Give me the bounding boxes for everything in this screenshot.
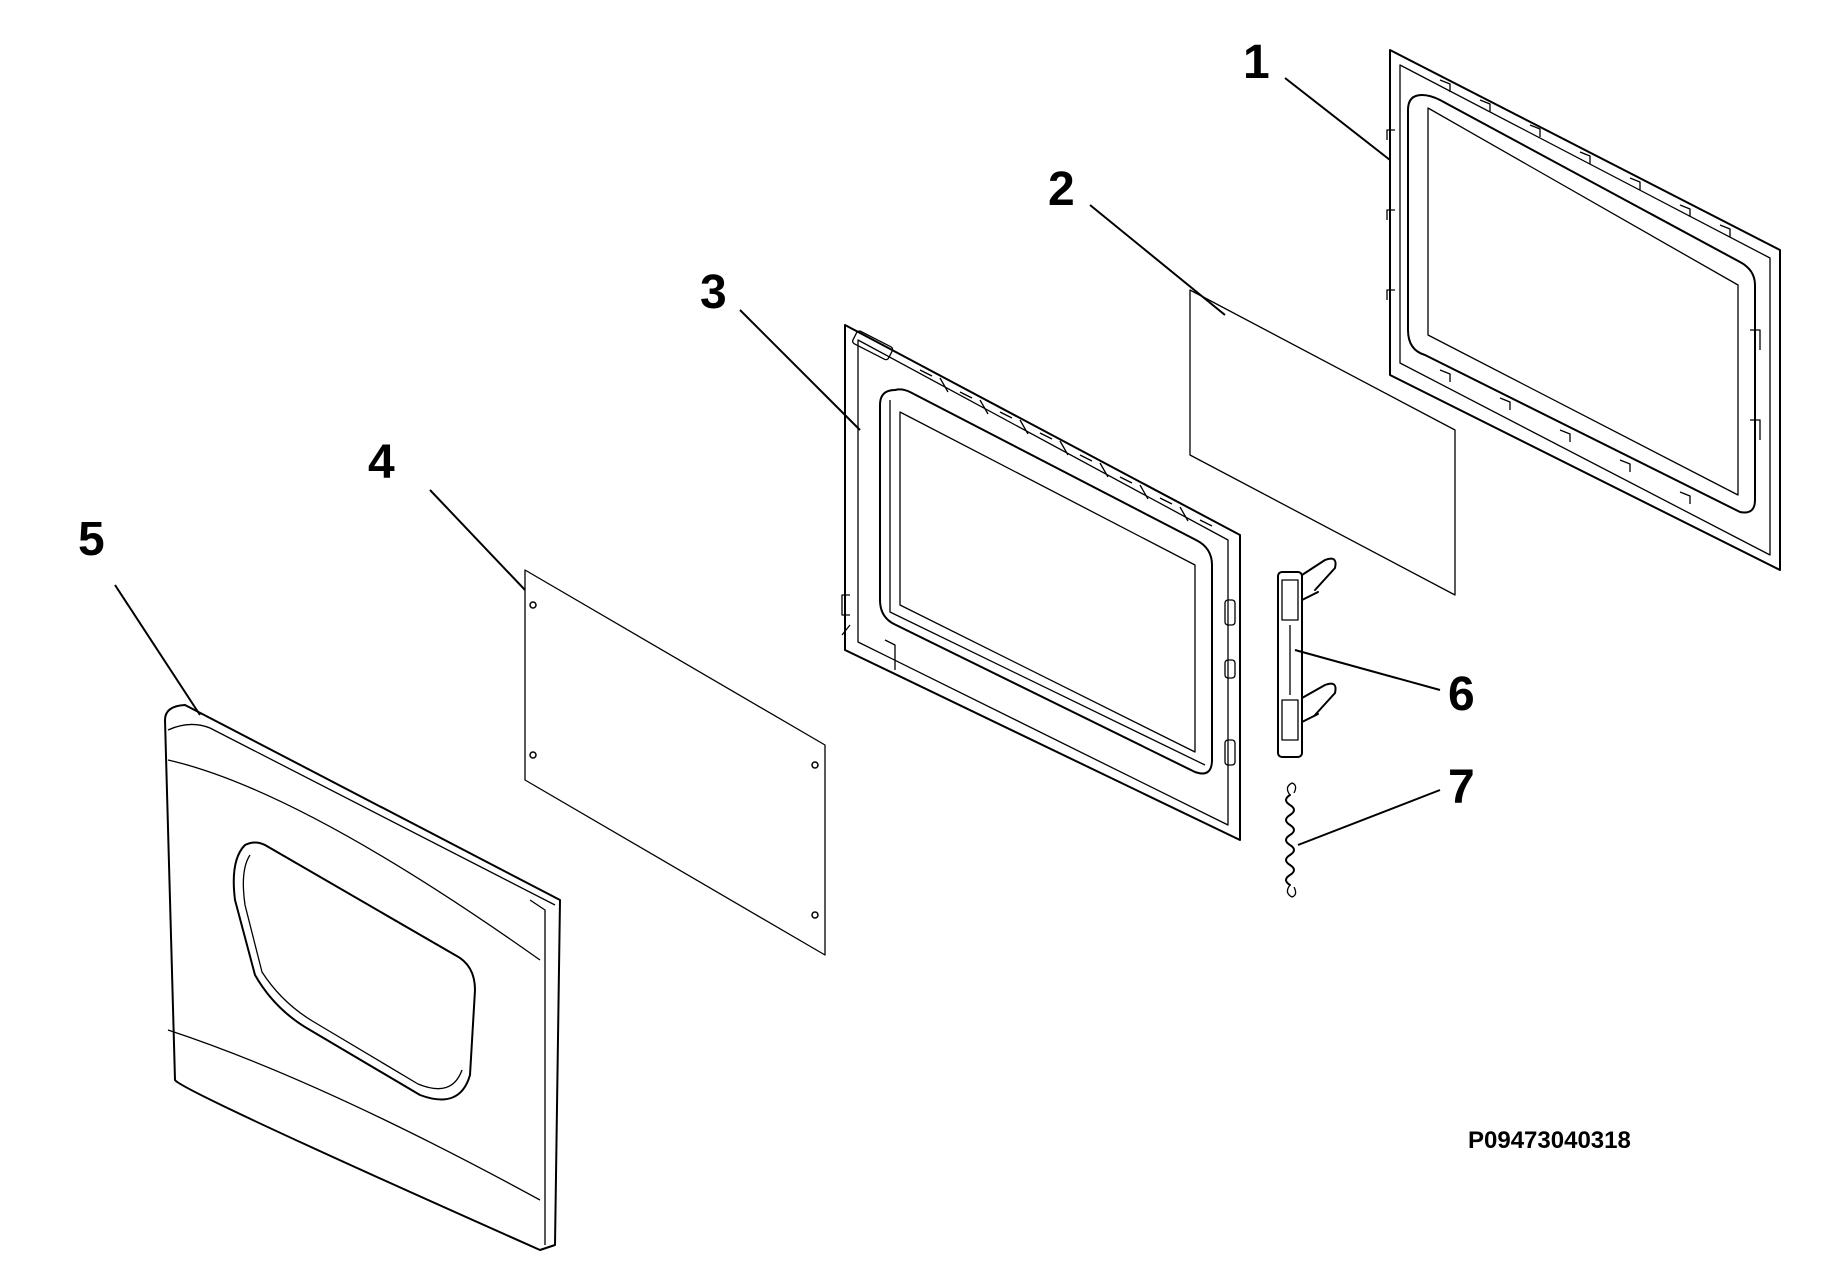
leader-2 xyxy=(1089,204,1226,316)
leader-4 xyxy=(429,489,526,591)
callout-numbers: 1 2 3 4 5 6 7 xyxy=(78,36,1475,814)
leader-7 xyxy=(1297,789,1441,846)
callout-1: 1 xyxy=(1243,36,1270,89)
part-1-door-frame xyxy=(1386,49,1781,571)
leader-5 xyxy=(114,584,201,716)
part-6-latch-hook xyxy=(1277,557,1337,758)
drawing-code: P09473040318 xyxy=(1468,1127,1631,1154)
part-4-panel-sheet xyxy=(524,569,826,956)
part-5-front-door xyxy=(164,704,561,1251)
callout-7: 7 xyxy=(1448,761,1475,814)
part-2-sheet xyxy=(1189,289,1456,596)
leader-3 xyxy=(739,309,861,431)
callout-3: 3 xyxy=(700,266,727,319)
callout-4: 4 xyxy=(368,436,395,489)
callout-2: 2 xyxy=(1048,163,1075,216)
part-7-spring xyxy=(1285,782,1297,898)
leader-lines xyxy=(114,77,1441,846)
part-3-inner-frame xyxy=(841,324,1241,841)
leader-6 xyxy=(1294,649,1441,691)
callout-6: 6 xyxy=(1448,668,1475,721)
callout-5: 5 xyxy=(78,513,105,566)
leader-1 xyxy=(1284,77,1391,161)
